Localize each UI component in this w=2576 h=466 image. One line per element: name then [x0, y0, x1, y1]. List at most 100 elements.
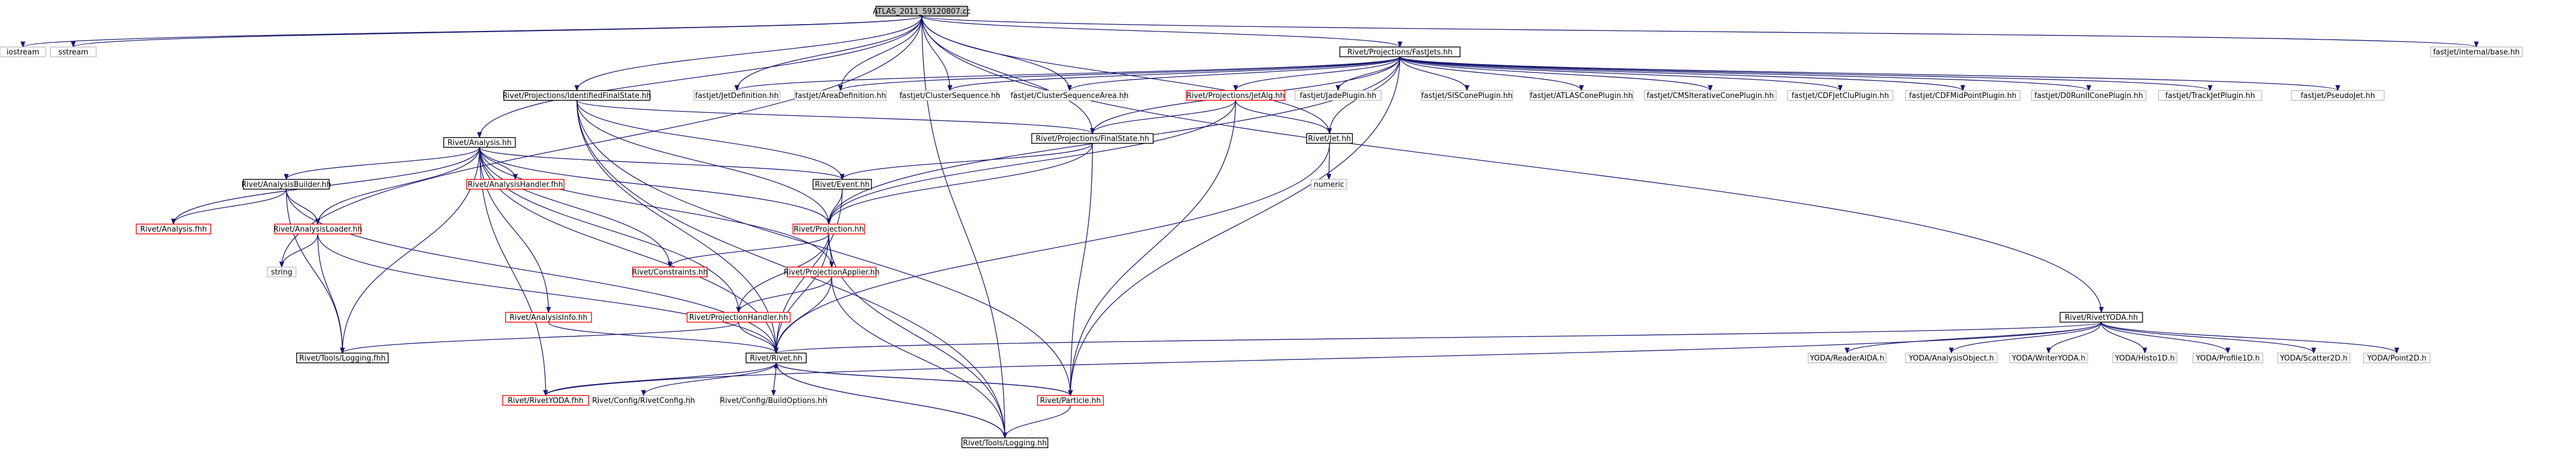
edge-line [738, 322, 777, 354]
edge-line [669, 233, 830, 268]
edge-line [2101, 322, 2228, 354]
node-box [2430, 46, 2523, 57]
node-abuilder[interactable]: Rivet/AnalysisBuilder.hh [242, 179, 332, 190]
node-rivet[interactable]: Rivet/Rivet.hh [745, 353, 807, 363]
edge-line [775, 276, 833, 354]
arrowhead [2098, 307, 2104, 314]
node-constraints[interactable]: Rivet/Constraints.hh [632, 267, 708, 277]
node-buildopts: Rivet/Config/BuildOptions.hh [720, 395, 827, 406]
edge-line [1399, 56, 1711, 91]
node-box [0, 46, 46, 57]
node-label: YODA/ReaderAIDA.h [1809, 354, 1884, 363]
arrowhead [2474, 41, 2479, 48]
edge-rivetyoda-to-rivetyoda_fhh [543, 322, 2102, 397]
node-aloader[interactable]: Rivet/AnalysisLoader.hh [273, 224, 362, 234]
edge-particle-to-rivet [774, 362, 1071, 396]
node-label: fastjet/internal/base.hh [2433, 48, 2519, 57]
node-box [274, 224, 361, 234]
node-rivetyoda[interactable]: Rivet/RivetYODA.hh [2060, 312, 2143, 323]
node-label: Rivet/RivetYODA.fhh [508, 397, 583, 405]
edge-jetalg-to-finalstate [1090, 100, 1236, 135]
node-label: ATLAS_2011_S9120807.cc [873, 7, 971, 16]
edge-logging_hh-to-rivet [774, 362, 1005, 438]
node-finalstate[interactable]: Rivet/Projections/FinalState.hh [1031, 133, 1154, 144]
node-jet[interactable]: Rivet/Jet.hh [1306, 133, 1353, 144]
arrowhead [641, 390, 646, 397]
arrowhead [774, 347, 779, 354]
edge-rivetyoda-to-yoda_s2 [2101, 322, 2317, 354]
node-fj_cs: fastjet/ClusterSequence.hh [900, 90, 1000, 101]
node-box [1031, 133, 1154, 144]
edge-line [2101, 322, 2397, 354]
arrowhead [1068, 390, 1073, 397]
edge-phandler-to-logging_fhh [340, 322, 739, 354]
node-analysis[interactable]: Rivet/Analysis.hh [443, 137, 516, 148]
node-ahandler[interactable]: Rivet/AnalysisHandler.fhh [466, 179, 565, 190]
edge-line [479, 147, 670, 268]
edge-analysis-to-abuilder [283, 147, 480, 181]
node-label: Rivet/Projections/IdentifiedFinalState.h… [503, 92, 652, 100]
node-box [1014, 90, 1125, 101]
edge-line [548, 322, 777, 354]
edge-rivetyoda-to-yoda_ao [1948, 322, 2102, 354]
edge-line [828, 100, 1236, 225]
edge-jetalg-to-particle [1068, 100, 1236, 397]
edge-event-to-projection [826, 189, 843, 225]
arrowhead [20, 41, 26, 48]
node-box [2031, 90, 2147, 101]
arrowhead [340, 347, 345, 354]
node-ainfo[interactable]: Rivet/AnalysisInfo.hh [505, 312, 592, 323]
edge-line [22, 15, 922, 48]
node-label: Rivet/Projections/FastJets.hh [1347, 48, 1453, 57]
node-particle[interactable]: Rivet/Particle.hh [1037, 395, 1104, 406]
node-label: Rivet/Projection.hh [794, 225, 864, 234]
node-root[interactable]: ATLAS_2011_S9120807.cc [873, 6, 971, 17]
node-box [1905, 90, 2021, 101]
edge-line [775, 362, 1005, 438]
node-box [2291, 90, 2385, 101]
edge-fastjets-to-fj_areadef [838, 56, 1401, 92]
node-label: fastjet/ClusterSequenceArea.hh [1011, 92, 1129, 100]
node-label: YODA/Profile1D.h [2195, 354, 2260, 363]
node-projection[interactable]: Rivet/Projection.hh [792, 224, 865, 234]
node-logging_hh[interactable]: Rivet/Tools/Logging.hh [961, 437, 1048, 448]
arrowhead [1327, 128, 1332, 135]
node-logging_fhh[interactable]: Rivet/Tools/Logging.fhh [296, 353, 389, 363]
edge-rivet-to-rivetyoda_fhh [543, 362, 777, 397]
edge-fastjets-to-fj_jetdef [734, 56, 1401, 92]
arrowhead [1397, 41, 1403, 48]
node-yoda_h1: YODA/Histo1D.h [2112, 353, 2177, 363]
node-box [745, 353, 807, 363]
node-box [1311, 179, 1347, 190]
node-event[interactable]: Rivet/Event.hh [812, 179, 872, 190]
node-phandler[interactable]: Rivet/ProjectionHandler.hh [687, 312, 791, 323]
arrowhead [736, 307, 741, 314]
arrowhead [1090, 128, 1095, 135]
edge-line [736, 56, 1401, 91]
node-rivetyoda_fhh[interactable]: Rivet/RivetYODA.fhh [502, 395, 589, 406]
edge-root-to-fj_jetdef [734, 15, 922, 92]
edge-line [840, 15, 922, 91]
node-fastjets[interactable]: Rivet/Projections/FastJets.hh [1339, 46, 1461, 57]
node-label: Rivet/RivetYODA.hh [2065, 314, 2138, 322]
node-label: fastjet/PseudoJet.hh [2301, 92, 2375, 100]
node-papplier[interactable]: Rivet/ProjectionApplier.hh [784, 267, 879, 277]
arrowhead [1233, 85, 1238, 92]
edge-line [1092, 100, 1236, 134]
edge-fastjets-to-fj_pseudo [1399, 56, 2341, 92]
arrowhead [1335, 85, 1341, 92]
edge-root-to-rivetyoda [921, 15, 2104, 314]
edge-line [921, 15, 1330, 134]
node-box [2158, 90, 2262, 101]
node-rivetconfig: Rivet/Config/RivetConfig.hh [592, 395, 695, 406]
node-jetalg[interactable]: Rivet/Projections/JetAlg.hh [1186, 90, 1285, 101]
node-idfs[interactable]: Rivet/Projections/IdentifiedFinalState.h… [503, 90, 652, 101]
edge-line [921, 15, 2477, 48]
node-label: fastjet/AreaDefinition.hh [795, 92, 886, 100]
edge-idfs-to-projection [576, 100, 831, 225]
node-box [1787, 90, 1893, 101]
node-analysis_fhh[interactable]: Rivet/Analysis.fhh [136, 224, 211, 234]
arrowhead [1326, 174, 1332, 181]
node-fj_cdfclu: fastjet/CDFJetCluPlugin.hh [1787, 90, 1893, 101]
